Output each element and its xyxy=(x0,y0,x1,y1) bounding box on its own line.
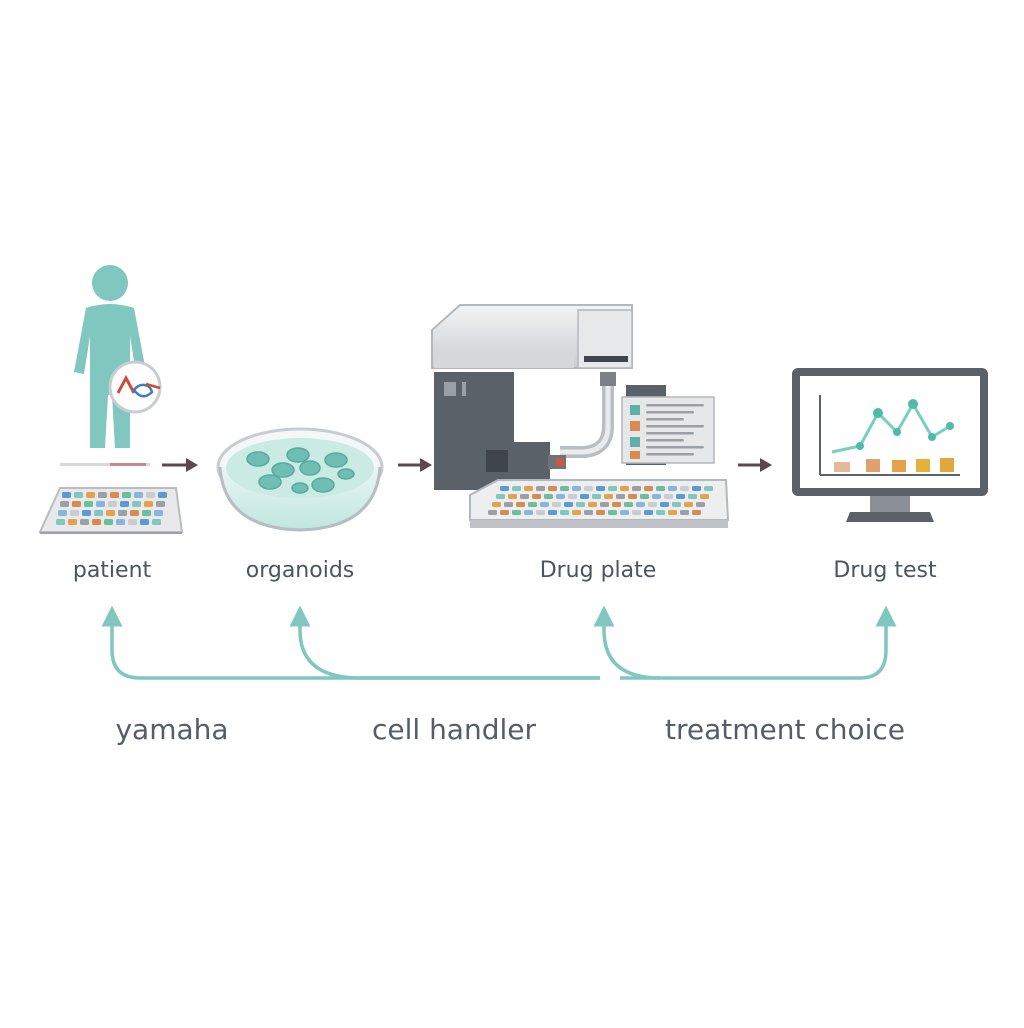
bottom-label-treatment-choice: treatment choice xyxy=(664,713,906,746)
connector-to-organoids xyxy=(289,605,600,680)
lab-robot-icon xyxy=(431,304,730,528)
petri-dish-icon xyxy=(216,427,384,532)
bottom-label-yamaha: yamaha xyxy=(115,713,229,746)
stage-label-patient: patient xyxy=(72,558,152,583)
flow-arrow-1 xyxy=(162,458,198,472)
flow-arrow-2 xyxy=(398,458,432,472)
stage-label-drug-test: Drug test xyxy=(833,558,937,583)
connector-to-patient xyxy=(101,605,600,680)
stage-label-organoids: organoids xyxy=(245,558,355,583)
monitor-chart-icon xyxy=(792,368,988,522)
patient-icon xyxy=(60,265,162,466)
tablet-icon xyxy=(38,487,184,534)
feedback-connectors xyxy=(101,605,897,680)
flow-arrow-3 xyxy=(738,458,772,472)
bottom-label-cell-handler: cell handler xyxy=(371,713,537,746)
connector-to-drug-plate xyxy=(593,605,661,680)
stage-label-drug-plate: Drug plate xyxy=(539,558,657,583)
connector-to-drug-test xyxy=(620,605,897,680)
